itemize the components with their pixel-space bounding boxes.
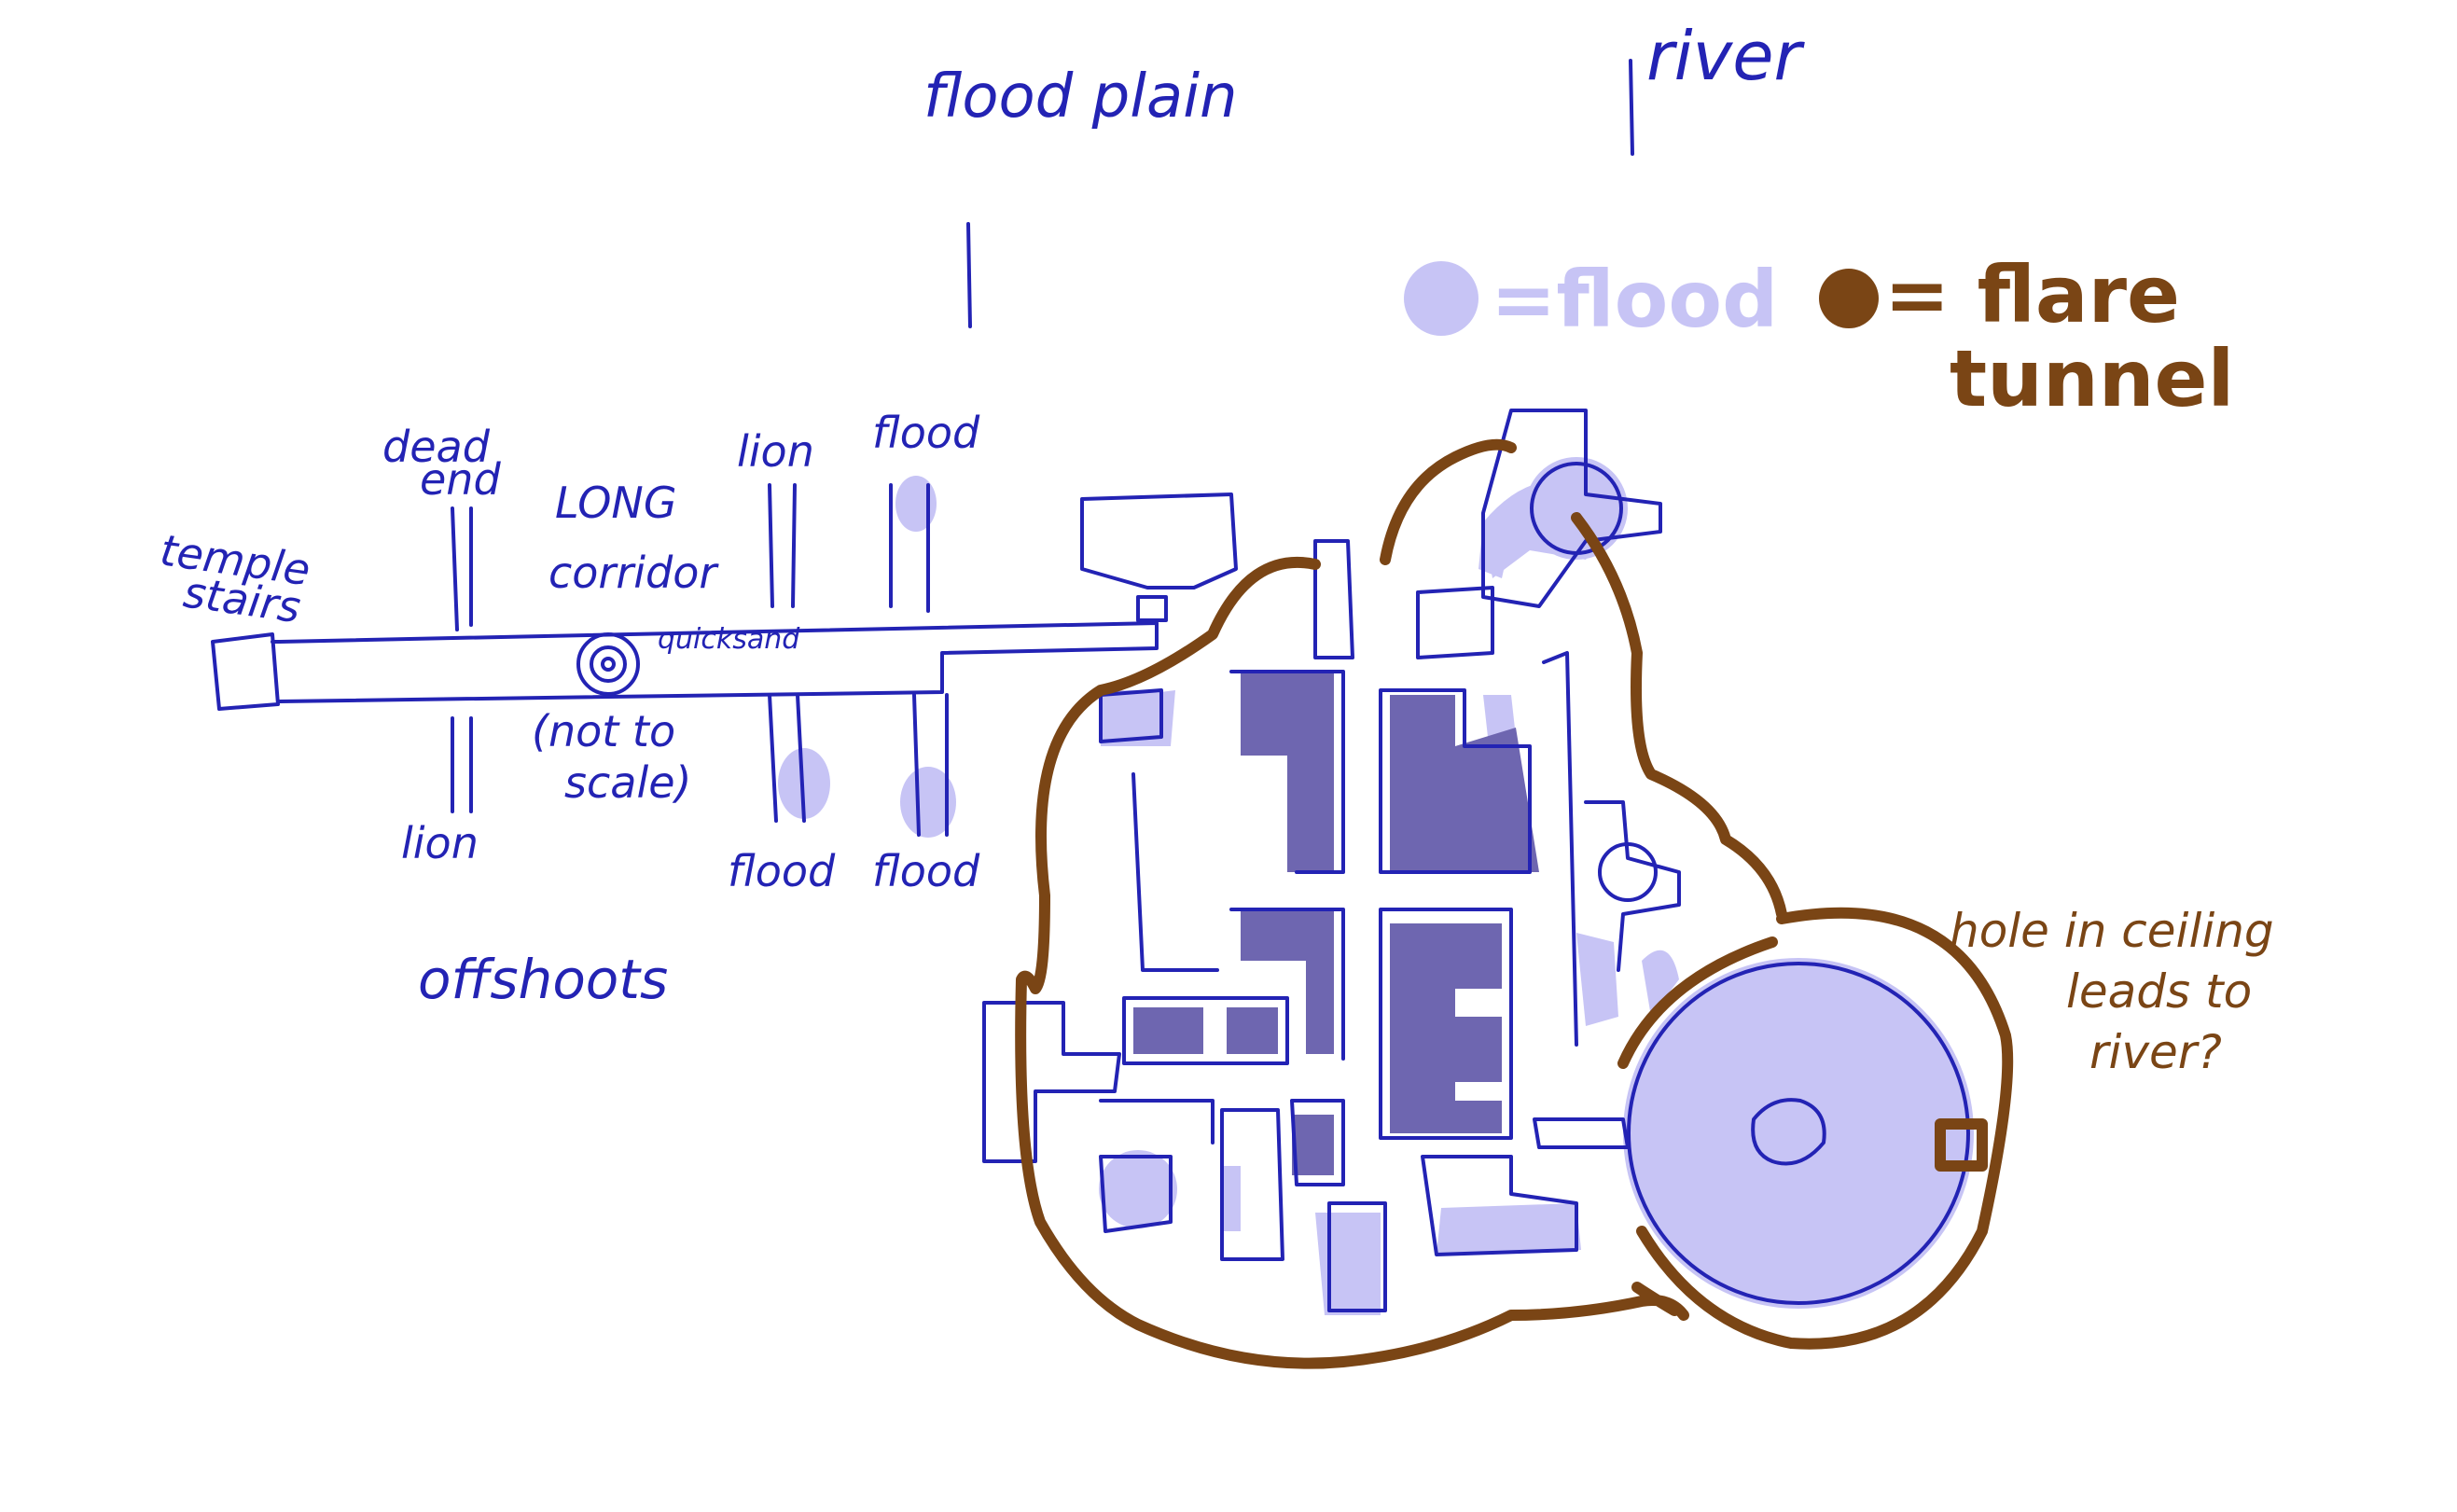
dead-end-label: dead (382, 422, 491, 472)
not-to-scale-label: (not to (532, 706, 675, 756)
hole-annotation-line2: leads to (2066, 964, 2252, 1019)
river-marker (1629, 59, 1634, 156)
flood-bottom-label-1: flood (728, 846, 836, 896)
flood-bottom-label-2: flood (872, 846, 980, 896)
long-label: LONG (555, 478, 676, 528)
ceiling-hole (1751, 1098, 1826, 1166)
hole-annotation-line1: hole in ceiling (1950, 904, 2274, 958)
legend-flood-swatch (1404, 261, 1478, 336)
offshoots-label: offshoots (418, 948, 668, 1011)
legend-flare-label: = flare (1884, 249, 2180, 340)
flood-areas (778, 457, 1974, 1315)
hole-annotation-line3: river? (2089, 1025, 2222, 1079)
legend: =flood = flare tunnel (1404, 249, 2234, 424)
flood-plain-marker (966, 222, 972, 328)
corridor-label: corridor (548, 548, 719, 598)
long-corridor (211, 483, 1159, 837)
flood-plain-label: flood plain (923, 62, 1238, 132)
lion-bottom-label: lion (401, 818, 479, 868)
legend-flare-label-2: tunnel (1950, 333, 2234, 424)
flood-chamber (1627, 962, 1970, 1305)
quicksand-marker (576, 632, 640, 696)
temple-stairs-room (211, 632, 280, 711)
flood-top-label: flood (872, 408, 980, 458)
lion-top-label: lion (737, 426, 814, 477)
dead-end-label-2: end (420, 454, 501, 505)
flare-tunnel (1015, 438, 2014, 1369)
quicksand-label: quicksand (658, 623, 800, 656)
river-label: river (1646, 17, 1806, 95)
scale-label: scale) (564, 757, 691, 808)
dense-flood-areas (1133, 672, 1539, 1175)
temple-complex (982, 409, 1970, 1312)
legend-flood-label: =flood (1491, 254, 1778, 345)
legend-flare-swatch (1819, 269, 1879, 328)
